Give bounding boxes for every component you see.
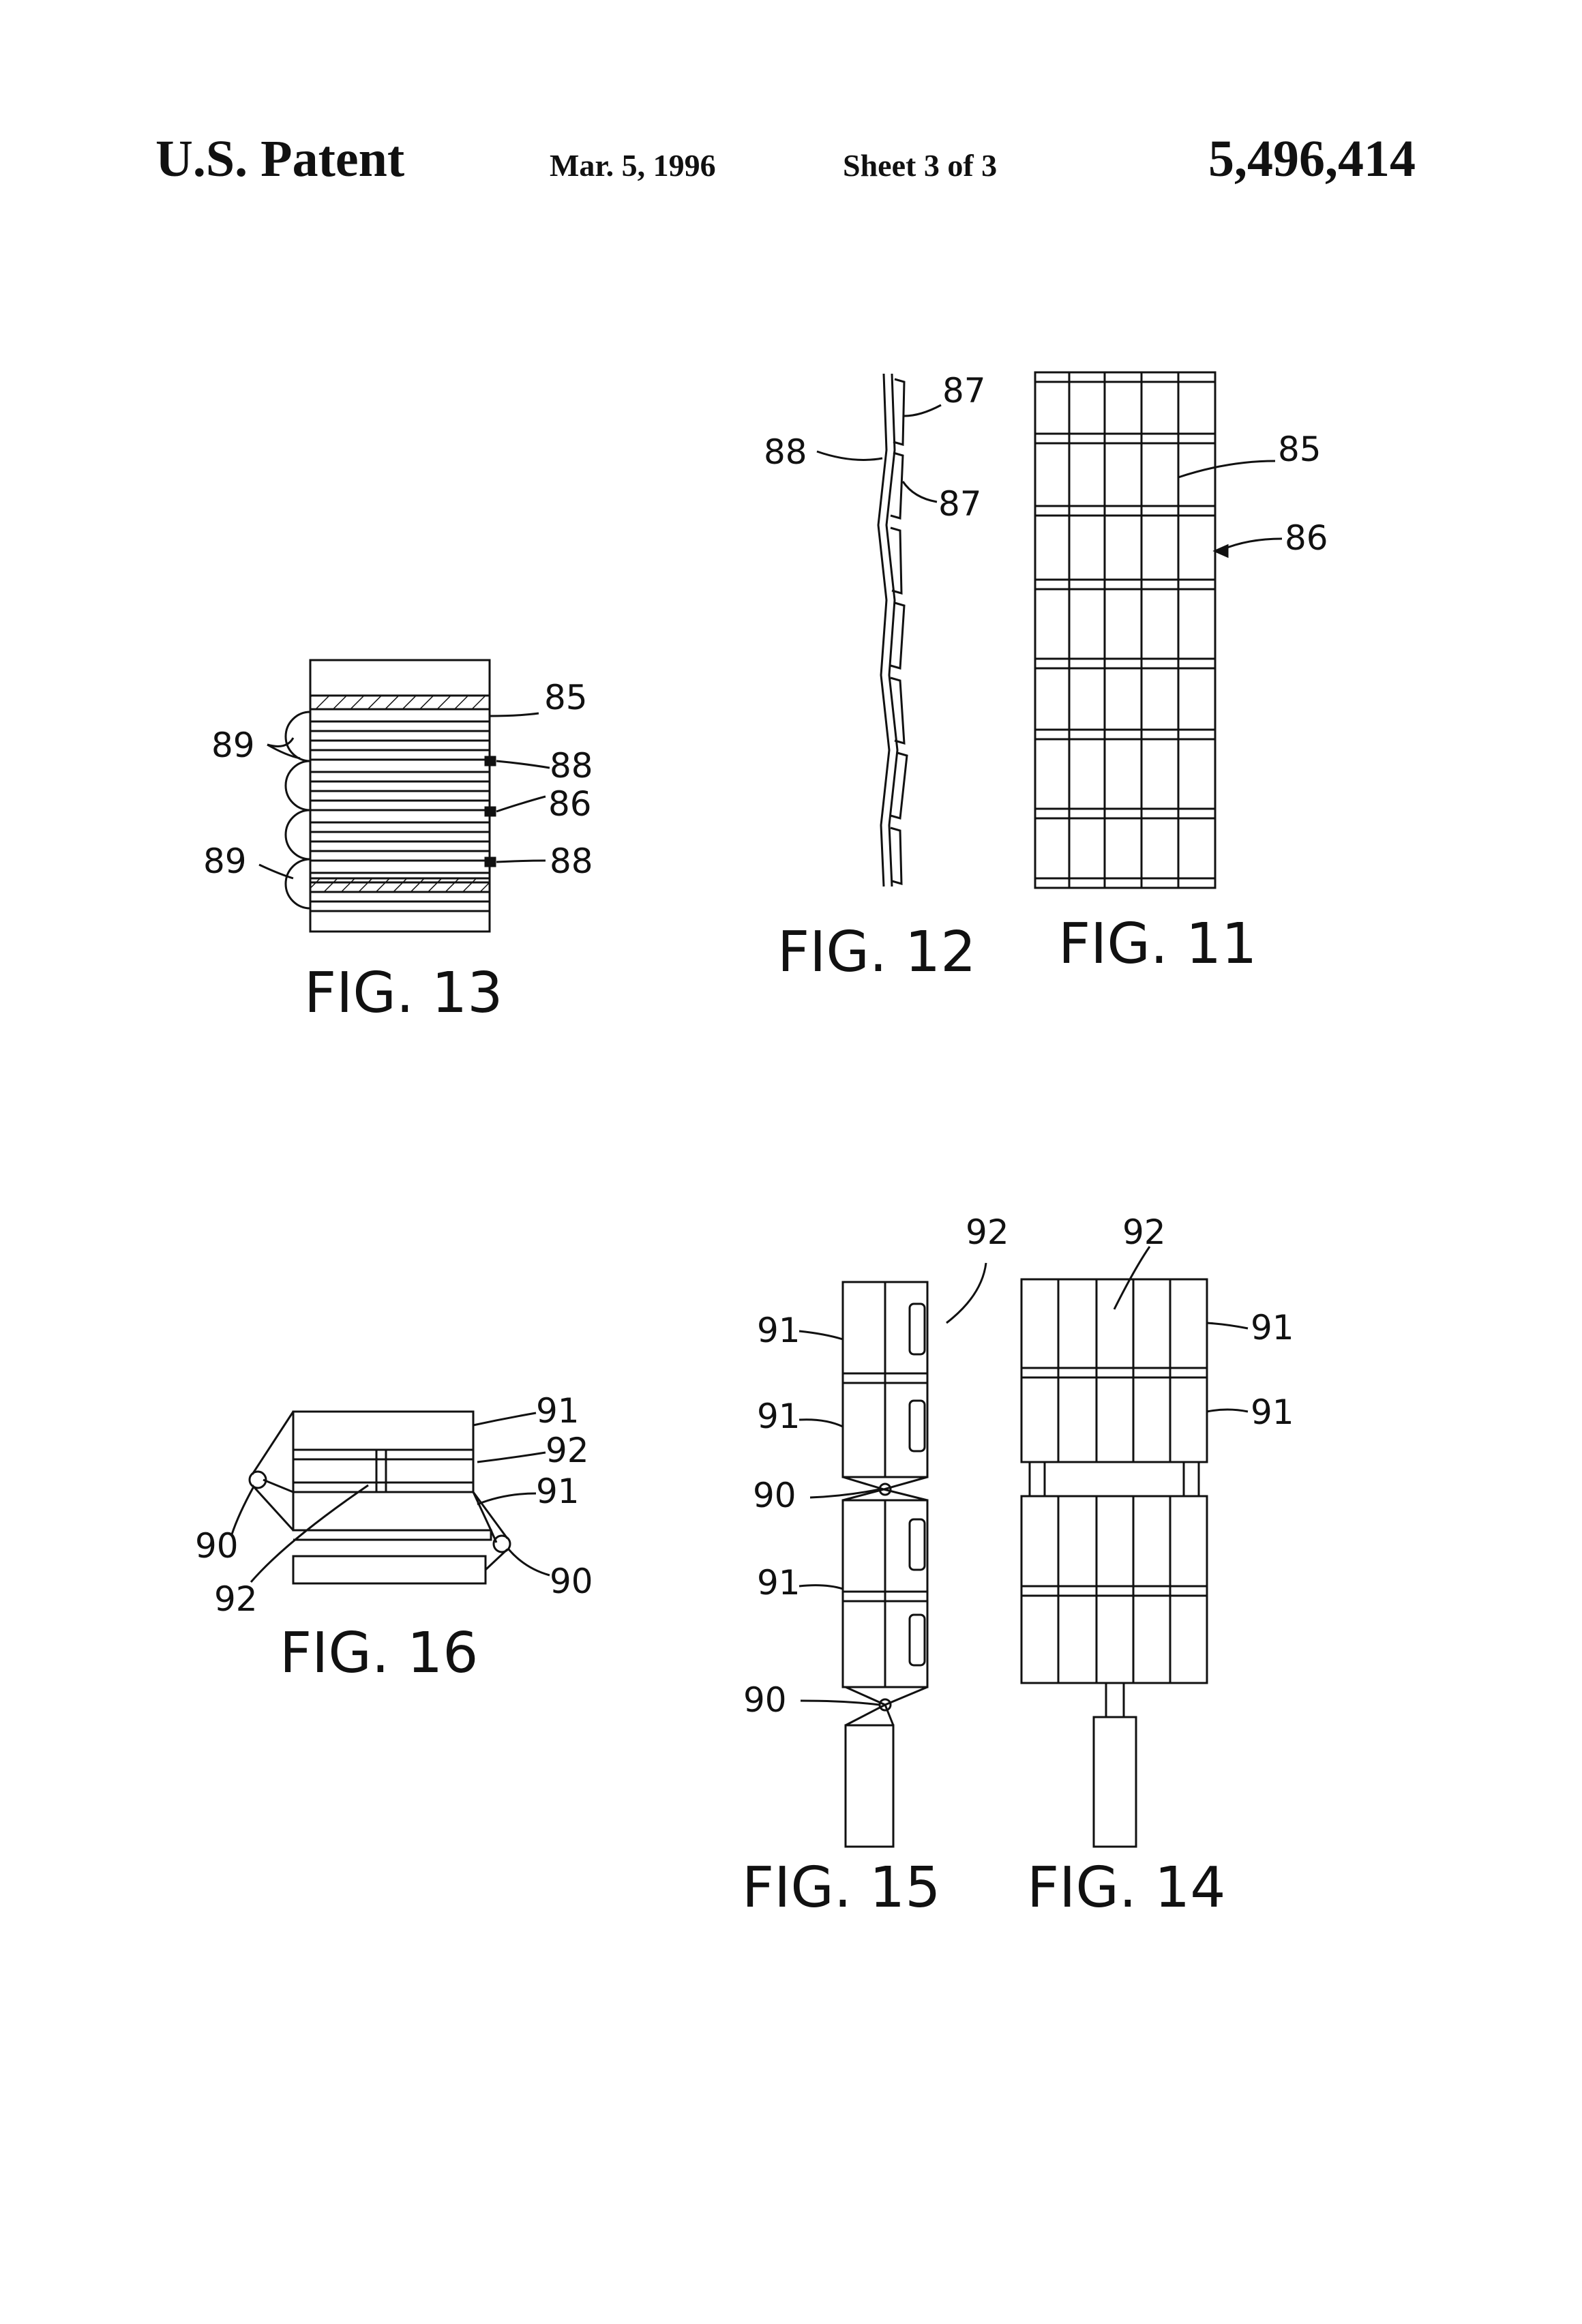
fig14-label-91-lower: 91 [1251, 1392, 1294, 1432]
fig14-label-92: 92 [1122, 1212, 1166, 1252]
fig11-column-lines [1069, 372, 1178, 888]
figure-11-drawing [1035, 372, 1282, 888]
fig16-folded-module [293, 1492, 491, 1530]
fig13-label-89-upper: 89 [211, 726, 255, 765]
fig11-label-86: 86 [1285, 518, 1328, 558]
fig13-top-plate [310, 660, 490, 696]
fig13-label-85: 85 [544, 678, 588, 717]
fig16-label-92-upper: 92 [546, 1431, 589, 1470]
fig15-label-90-lower: 90 [743, 1680, 787, 1720]
fig16-bottom-module [293, 1556, 486, 1583]
fig15-label-90-upper: 90 [753, 1476, 796, 1515]
fig14-hinge-bottom [1106, 1683, 1124, 1717]
fig14-bottom-module [1094, 1717, 1136, 1847]
fig14-label-91-upper: 91 [1251, 1308, 1294, 1347]
fig16-caption: FIG. 16 [280, 1621, 478, 1686]
fig16-label-90-left: 90 [195, 1526, 239, 1566]
figure-13-drawing [259, 660, 550, 932]
fig14-hinge-left [1030, 1462, 1045, 1496]
fig11-panel-outline [1035, 372, 1215, 888]
fig13-label-88-upper: 88 [550, 746, 593, 786]
figure-14-drawing [1021, 1247, 1248, 1847]
fig14-upper-pair [1021, 1279, 1207, 1462]
fig14-hinge-right [1184, 1462, 1199, 1496]
fig16-middle-module [293, 1450, 473, 1492]
fig11-caption: FIG. 11 [1058, 912, 1257, 977]
fig16-top-module [293, 1412, 473, 1450]
fig16-hinge-links [252, 1412, 507, 1570]
fig12-backplate-inner [886, 374, 897, 887]
fig15-label-91-first: 91 [757, 1311, 801, 1350]
figure-16-drawing [232, 1412, 550, 1583]
fig11-label-85: 85 [1278, 430, 1322, 469]
fig13-caption: FIG. 13 [304, 961, 503, 1026]
fig13-label-86: 86 [548, 784, 592, 824]
fig13-label-89-lower: 89 [203, 841, 247, 881]
fig16-label-91-lower: 91 [536, 1472, 580, 1511]
fig12-caption: FIG. 12 [777, 920, 976, 985]
fig15-label-91-second: 91 [757, 1397, 801, 1436]
fig11-arrowhead [1215, 546, 1227, 556]
fig16-label-92-lower: 92 [214, 1579, 258, 1619]
fig12-label-88: 88 [764, 432, 807, 472]
figure-12-drawing [817, 374, 941, 887]
fig12-label-87-upper: 87 [942, 371, 986, 411]
fig13-leader-lines [259, 713, 550, 878]
fig16-label-91-upper: 91 [536, 1391, 580, 1431]
fig13-label-88-lower: 88 [550, 841, 593, 881]
fig16-label-90-right: 90 [550, 1562, 593, 1601]
fig14-lower-pair [1021, 1496, 1207, 1683]
fig15-bottom-module [846, 1725, 893, 1847]
fig13-bottom-hatch [310, 878, 490, 892]
fig15-label-91-third: 91 [757, 1563, 801, 1603]
fig13-top-hatch [310, 696, 490, 709]
fig12-backplate-outer [878, 374, 889, 887]
figure-15-drawing [799, 1263, 986, 1847]
fig15-leader-lines [799, 1263, 986, 1705]
fig15-label-92: 92 [966, 1212, 1009, 1252]
fig12-label-87-lower: 87 [938, 484, 982, 524]
fig11-row-bars [1035, 434, 1215, 818]
fig15-caption: FIG. 15 [742, 1856, 940, 1920]
fig14-caption: FIG. 14 [1027, 1856, 1225, 1920]
fig12-leader-lines [817, 405, 941, 502]
